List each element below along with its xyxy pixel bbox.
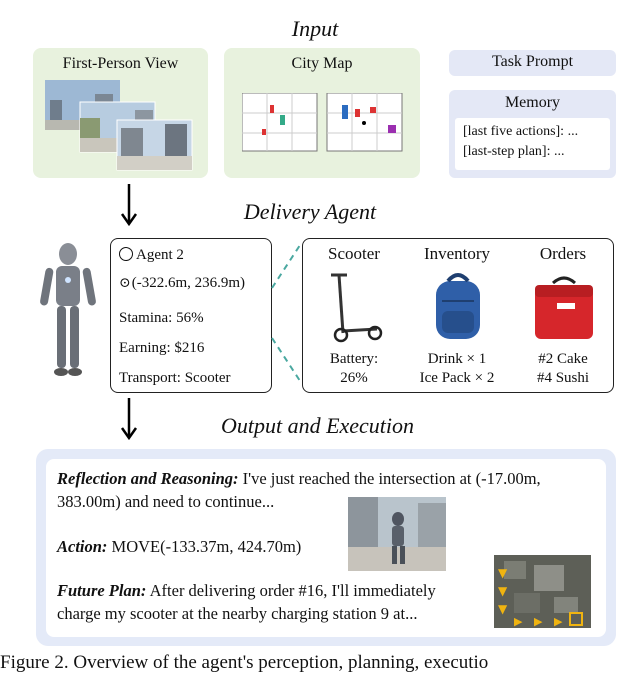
future-plan-label: Future Plan: (57, 581, 147, 600)
agent-position: (-322.6m, 236.9m) (131, 275, 246, 291)
future-plan-line-1: Future Plan: After delivering order #16,… (57, 579, 436, 602)
reflection-label: Reflection and Reasoning: (57, 469, 239, 488)
scooter-battery-value: 26% (340, 370, 368, 386)
task-prompt-label: Task Prompt (491, 53, 574, 70)
memory-label: Memory (504, 94, 561, 111)
figure-caption: Figure 2. Overview of the agent's percep… (0, 652, 489, 673)
svg-text:▼: ▼ (498, 602, 508, 616)
scooter-battery-label: Battery: (329, 351, 379, 367)
agent-stamina: Stamina: 56% (119, 310, 204, 326)
delivery-agent-title: Delivery Agent (243, 199, 377, 224)
svg-text:▶: ▶ (514, 615, 523, 628)
svg-text:▼: ▼ (498, 584, 508, 598)
future-plan-map: ▼ ▼ ▼ ▶ ▶ ▶ (494, 555, 591, 628)
delivery-bag-icon (535, 276, 593, 339)
agent-earning: Earning: $216 (119, 340, 205, 356)
output-title: Output and Execution (220, 413, 415, 438)
memory-panel: Memory [last five actions]: ... [last-st… (449, 90, 616, 178)
arrow-down-icon (120, 398, 138, 441)
first-person-view-panel: First-Person View (33, 48, 208, 178)
arrow-down-icon (120, 184, 138, 227)
reflection-text-1: I've just reached the intersection at (-… (238, 469, 541, 488)
svg-text:▶: ▶ (554, 615, 563, 628)
inventory-drink: Drink × 1 (427, 351, 487, 367)
agent-transport: Transport: Scooter (119, 370, 231, 386)
inventory-ice-pack: Ice Pack × 2 (419, 370, 495, 386)
task-prompt-panel: Task Prompt (449, 50, 616, 76)
scooter-icon (331, 273, 383, 343)
input-title: Input (291, 16, 339, 41)
memory-line-plan: [last-step plan]: ... (463, 144, 565, 159)
city-map-images (242, 93, 403, 152)
reflection-text-2: 383.00m) and need to continue... (57, 492, 275, 511)
city-map-label: City Map (291, 55, 353, 72)
robot-agent-figure (40, 243, 96, 376)
reflection-line-1: Reflection and Reasoning: I've just reac… (57, 467, 612, 490)
backpack-icon (436, 273, 480, 339)
location-pin-icon: ⊙ (119, 276, 131, 291)
execution-screenshot (348, 497, 446, 571)
memory-content: [last five actions]: ... [last-step plan… (455, 118, 610, 170)
memory-line-actions: [last five actions]: ... (463, 124, 579, 139)
agent-position-row: ⊙(-322.6m, 236.9m) (119, 275, 245, 292)
order-cake: #2 Cake (538, 351, 588, 367)
action-line: Action: MOVE(-133.37m, 424.70m) (57, 535, 301, 558)
city-map-panel: City Map (224, 48, 420, 178)
agent-name: Agent 2 (136, 247, 184, 263)
svg-text:▶: ▶ (534, 615, 543, 628)
future-plan-text-2: charge my scooter at the nearby charging… (57, 604, 418, 623)
dashed-connector (271, 241, 303, 385)
future-plan-text-1: After delivering order #16, I'll immedia… (146, 581, 436, 600)
first-person-view-label: First-Person View (62, 55, 179, 72)
agent-info-box: Agent 2 ⊙(-322.6m, 236.9m) Stamina: 56% … (110, 238, 272, 393)
inventory-title: Inventory (423, 244, 491, 263)
status-box: Scooter Battery: 26% Inventory Drink × 1… (302, 238, 614, 393)
order-sushi: #4 Sushi (536, 370, 590, 386)
orders-title: Orders (539, 244, 587, 263)
first-person-view-images (45, 80, 193, 171)
user-icon (119, 247, 133, 261)
scooter-title: Scooter (328, 244, 380, 263)
action-text: MOVE(-133.37m, 424.70m) (107, 537, 302, 556)
svg-text:▼: ▼ (498, 566, 508, 580)
agent-name-row: Agent 2 (119, 247, 184, 264)
action-label: Action: (57, 537, 108, 556)
